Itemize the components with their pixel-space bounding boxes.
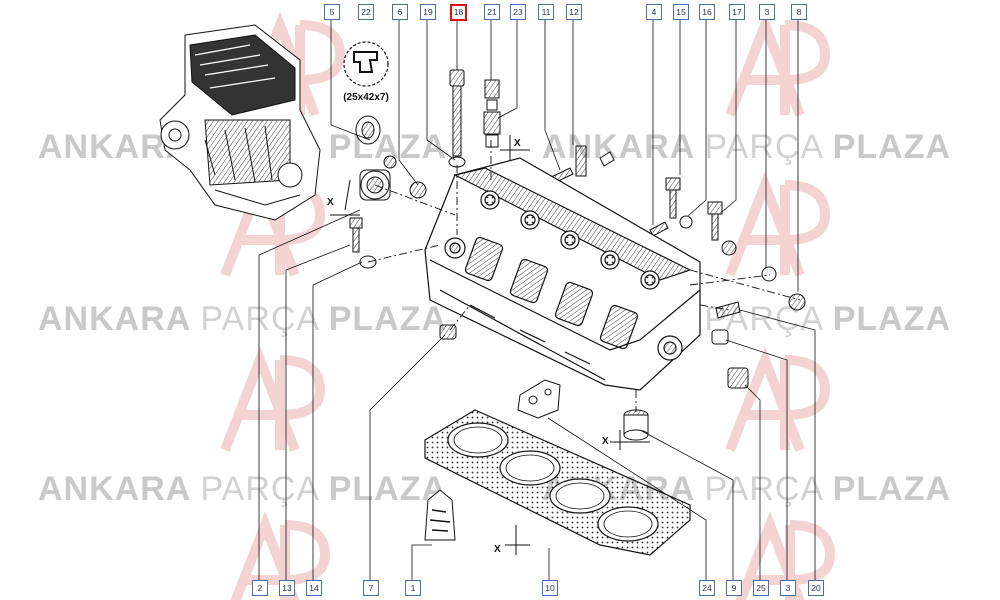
callout-21[interactable]: 21 [484, 4, 500, 20]
gasket-kit-bag-icon [424, 489, 456, 541]
callout-15[interactable]: 15 [673, 4, 689, 20]
oil-seal-icon: (25x42x7) [343, 41, 389, 103]
alignment-lines [367, 140, 801, 412]
callout-6[interactable]: 6 [392, 4, 408, 20]
leader-lines-top [330, 20, 799, 292]
callout-2[interactable]: 2 [252, 580, 268, 596]
callout-11[interactable]: 11 [538, 4, 554, 20]
callout-22[interactable]: 22 [358, 4, 374, 20]
callout-13[interactable]: 13 [279, 580, 295, 596]
callout-3[interactable]: 3 [780, 580, 796, 596]
cylinder-head-bolt [448, 69, 466, 168]
dim-label-2: X [514, 138, 521, 149]
lifting-bracket [517, 379, 561, 419]
cylinder-head [424, 157, 701, 391]
callout-5[interactable]: 5 [324, 4, 340, 20]
dimension-markers [330, 135, 650, 555]
watermark-text: ANKARA PARÇA PLAZA [542, 128, 952, 166]
right-bolts [649, 177, 806, 389]
callout-16[interactable]: 16 [699, 4, 715, 20]
dim-label-4: X [494, 544, 501, 555]
callout-10[interactable]: 10 [542, 580, 558, 596]
nipple-parts [483, 79, 501, 148]
callout-7[interactable]: 7 [363, 580, 379, 596]
camshaft-seal-parts [355, 115, 427, 201]
callout-14[interactable]: 14 [306, 580, 322, 596]
callout-8[interactable]: 8 [791, 4, 807, 20]
callout-18[interactable]: 18 [450, 4, 467, 21]
callout-9[interactable]: 9 [726, 580, 742, 596]
head-gasket [424, 409, 691, 556]
callout-23[interactable]: 23 [510, 4, 526, 20]
callout-4[interactable]: 4 [646, 4, 662, 20]
dimension-labels: X X X X [327, 138, 609, 555]
engine-thumbnail [159, 24, 321, 221]
leader-lines-bottom [258, 209, 816, 580]
callout-19[interactable]: 19 [420, 4, 436, 20]
callout-12[interactable]: 12 [566, 4, 582, 20]
callout-25[interactable]: 25 [753, 580, 769, 596]
callout-24[interactable]: 24 [699, 580, 715, 596]
callout-1[interactable]: 1 [405, 580, 421, 596]
dim-label-3: X [602, 436, 609, 447]
callout-3[interactable]: 3 [759, 4, 775, 20]
callout-20[interactable]: 20 [808, 580, 824, 596]
dim-label-1: X [327, 197, 334, 208]
callout-17[interactable]: 17 [729, 4, 745, 20]
core-plug [623, 409, 649, 441]
seal-size-label: (25x42x7) [343, 92, 389, 103]
